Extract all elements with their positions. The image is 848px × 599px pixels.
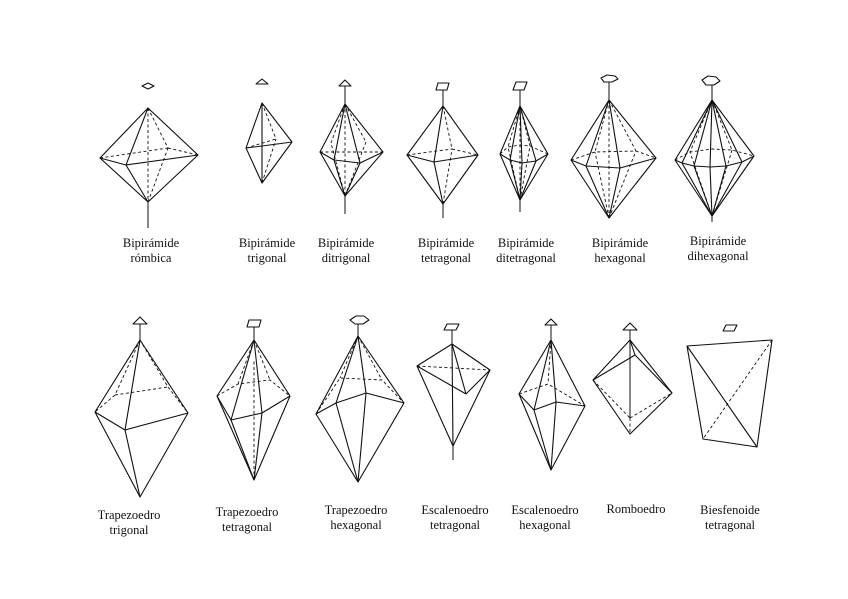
label-trapezoedro-hexagonal: Trapezoedro hexagonal [325, 503, 388, 533]
crystal-bipiramide-hexagonal [571, 75, 656, 218]
label-trapezoedro-tetragonal: Trapezoedro tetragonal [216, 505, 279, 535]
symmetry-symbol-icon [545, 319, 557, 325]
symmetry-symbol-icon [702, 76, 720, 85]
crystal-bipiramide-ditetragonal [500, 82, 548, 212]
crystal-bipiramide-tetragonal [407, 83, 478, 218]
label-bipiramide-rombica: Bipirámide rómbica [123, 236, 179, 266]
symmetry-symbol-icon [350, 316, 369, 324]
symmetry-symbol-icon [436, 83, 449, 90]
label-bipiramide-ditetragonal: Bipirámide ditetragonal [496, 236, 556, 266]
label-bipiramide-hexagonal: Bipirámide hexagonal [592, 236, 648, 266]
symmetry-symbol-icon [623, 323, 637, 330]
crystal-bipiramide-dihexagonal [675, 76, 754, 222]
symmetry-symbol-icon [256, 79, 268, 84]
symmetry-symbol-icon [133, 317, 147, 324]
crystal-trapezoedro-hexagonal [316, 316, 404, 482]
label-bipiramide-dihexagonal: Bipirámide dihexagonal [687, 234, 748, 264]
symmetry-symbol-icon [723, 325, 737, 331]
crystal-bipiramide-ditrigonal [320, 80, 383, 214]
label-escalenoedro-hexagonal: Escalenoedro hexagonal [511, 503, 578, 533]
crystal-trapezoedro-trigonal [95, 317, 188, 497]
label-escalenoedro-tetragonal: Escalenoedro tetragonal [421, 503, 488, 533]
label-biesfenoide-tetragonal: Biesfenoide tetragonal [700, 503, 760, 533]
crystal-trapezoedro-tetragonal [217, 320, 290, 480]
crystal-bipiramide-trigonal [246, 79, 292, 183]
crystal-biesfenoide-tetragonal [687, 325, 772, 447]
crystal-romboedro [593, 323, 672, 434]
label-trapezoedro-trigonal: Trapezoedro trigonal [98, 508, 161, 538]
symmetry-symbol-icon [339, 80, 351, 86]
label-bipiramide-ditrigonal: Bipirámide ditrigonal [318, 236, 374, 266]
symmetry-symbol-icon [247, 320, 261, 327]
label-bipiramide-tetragonal: Bipirámide tetragonal [418, 236, 474, 266]
crystal-escalenoedro-hexagonal [519, 319, 585, 470]
symmetry-symbol-icon [142, 83, 154, 89]
symmetry-symbol-icon [444, 324, 459, 330]
crystal-bipiramide-rombica [100, 83, 198, 228]
symmetry-symbol-icon [601, 75, 618, 82]
label-bipiramide-trigonal: Bipirámide trigonal [239, 236, 295, 266]
symmetry-symbol-icon [513, 82, 527, 90]
crystal-escalenoedro-tetragonal [417, 324, 490, 460]
label-romboedro: Romboedro [606, 502, 665, 517]
